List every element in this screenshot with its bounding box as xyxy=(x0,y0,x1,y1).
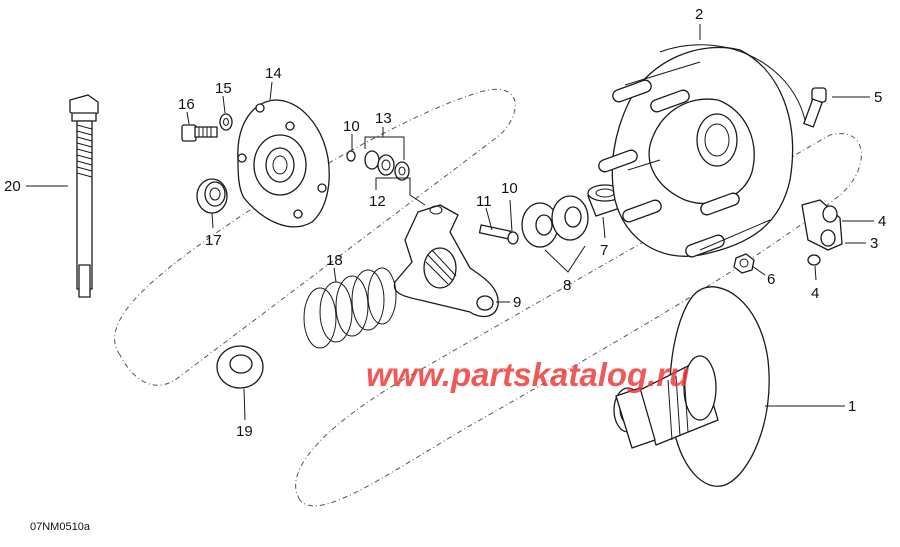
callout-8: 8 xyxy=(563,277,571,294)
leader-4b xyxy=(814,265,817,281)
part-20-long-bolt[interactable] xyxy=(69,94,99,298)
part-10-roller-pin-lower[interactable] xyxy=(507,231,519,245)
leader-7 xyxy=(602,216,606,239)
callout-10b: 10 xyxy=(501,180,518,197)
callout-18: 18 xyxy=(326,252,343,269)
callout-7: 7 xyxy=(600,242,608,259)
callout-12: 12 xyxy=(369,193,386,210)
callout-3: 3 xyxy=(870,235,878,252)
leader-8 xyxy=(544,245,586,273)
part-19-washer[interactable] xyxy=(216,345,264,389)
callout-5: 5 xyxy=(874,89,882,106)
callout-1: 1 xyxy=(848,398,856,415)
callout-6: 6 xyxy=(767,271,775,288)
part-18-spring[interactable] xyxy=(303,267,397,349)
part-9-spider-arm[interactable] xyxy=(393,204,499,318)
callout-15: 15 xyxy=(215,80,232,97)
callout-20: 20 xyxy=(4,178,21,195)
callout-4b: 4 xyxy=(811,285,819,302)
part-8-shims[interactable] xyxy=(521,195,589,248)
callout-10a: 10 xyxy=(343,118,360,135)
leader-10b xyxy=(509,199,513,233)
callout-14: 14 xyxy=(265,65,282,82)
leader-17 xyxy=(211,212,214,229)
part-6-nut[interactable] xyxy=(733,253,755,274)
leader-12 xyxy=(375,177,426,206)
callout-4a: 4 xyxy=(878,213,886,230)
leader-11 xyxy=(485,207,493,231)
part-11-pin[interactable] xyxy=(478,224,512,240)
leader-14 xyxy=(269,81,273,101)
leader-6 xyxy=(751,265,766,276)
assembly-outline-lower xyxy=(295,133,862,507)
part-5-screw[interactable] xyxy=(803,87,827,128)
part-10-roller-pin[interactable] xyxy=(346,150,356,162)
part-15-washer[interactable] xyxy=(219,113,233,131)
leader-15 xyxy=(222,95,226,114)
callout-9: 9 xyxy=(513,294,521,311)
callout-13: 13 xyxy=(375,110,392,127)
part-14-cover-plate[interactable] xyxy=(237,99,330,228)
leader-13 xyxy=(364,136,405,160)
callout-2: 2 xyxy=(695,6,703,23)
figure-code: 07NM0510a xyxy=(30,521,91,533)
part-1-movable-sheave[interactable] xyxy=(613,286,770,487)
callout-11: 11 xyxy=(476,193,492,210)
leader-19 xyxy=(243,388,246,421)
part-2-housing[interactable] xyxy=(597,44,806,259)
leader-16 xyxy=(186,111,190,125)
callout-17: 17 xyxy=(205,232,222,249)
part-17-bushing[interactable] xyxy=(196,178,228,214)
leader-18 xyxy=(333,267,337,283)
watermark-text: www.partskatalog.ru xyxy=(366,356,689,393)
callout-19: 19 xyxy=(236,423,253,440)
part-13-rollers[interactable] xyxy=(364,150,410,181)
part-16-bolt[interactable] xyxy=(181,124,218,142)
part-3-bracket[interactable] xyxy=(801,199,843,266)
callout-16: 16 xyxy=(178,96,195,113)
